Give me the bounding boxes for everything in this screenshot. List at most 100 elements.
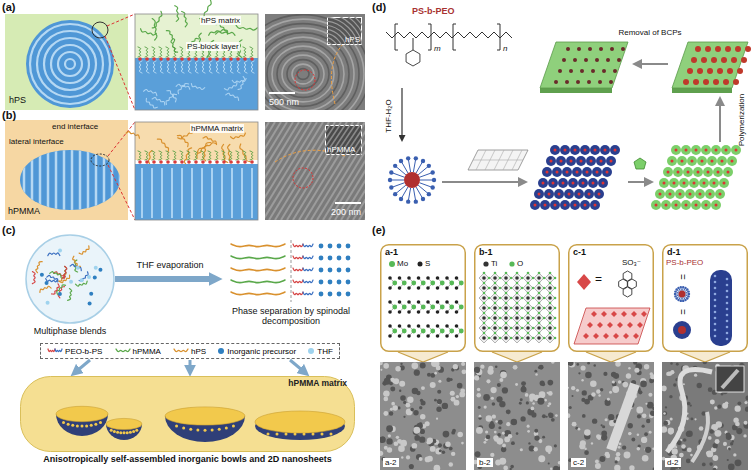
polymer-chain	[229, 151, 232, 160]
sem-texture	[584, 450, 589, 455]
sem-texture	[624, 451, 631, 458]
ti-atom	[515, 316, 519, 320]
micelle-core	[665, 204, 668, 207]
polymer-chain	[79, 246, 89, 254]
sem-texture	[534, 435, 539, 440]
sem-texture	[539, 365, 544, 370]
sem-texture	[598, 394, 600, 396]
micelle-core	[552, 182, 555, 185]
sem-inset	[716, 366, 744, 392]
sem-texture	[410, 408, 414, 412]
pore	[598, 80, 602, 84]
lamella	[103, 148, 106, 212]
sem-texture	[450, 391, 455, 396]
lamella	[181, 168, 183, 218]
tem-image: 500 nmhPS	[265, 14, 365, 110]
polymer-chain	[174, 349, 188, 352]
micelle-core	[683, 182, 686, 185]
polymer-chain	[240, 144, 250, 162]
polymer-chain	[167, 61, 170, 73]
sem-texture	[419, 436, 425, 442]
highlight-circle	[293, 168, 313, 188]
lamella	[95, 148, 98, 212]
o-atom	[505, 272, 508, 275]
sem-texture	[619, 443, 622, 446]
polymer-unit	[669, 178, 679, 188]
polymer-chain	[48, 349, 55, 352]
mo-atom	[440, 305, 445, 310]
sem-texture	[383, 390, 389, 396]
pore	[584, 58, 588, 62]
micelle-unit	[538, 178, 548, 188]
micelle-unit	[570, 200, 580, 210]
sem-texture	[683, 383, 685, 385]
sem-texture	[392, 405, 397, 410]
panel-label: (e)	[372, 224, 385, 237]
corona-bead	[393, 192, 397, 196]
precursor-dot	[328, 256, 333, 261]
micelle-core	[590, 160, 593, 163]
node-text: O	[517, 259, 523, 268]
o-atom	[549, 312, 552, 315]
ti-atom	[526, 336, 530, 340]
legend-swatch	[47, 347, 63, 355]
ti-atom	[515, 326, 519, 330]
o-atom	[483, 282, 486, 285]
zoom-line	[107, 14, 135, 26]
lamella	[241, 168, 243, 218]
zoom-frame	[135, 14, 258, 110]
micelle-core	[568, 193, 571, 196]
sem-texture	[725, 402, 729, 406]
micelle-core	[679, 193, 682, 196]
polymer-chain	[180, 47, 183, 57]
polymer-unit	[695, 189, 705, 199]
sem-texture	[555, 414, 558, 417]
micelle-core	[679, 291, 686, 298]
micelle-core	[685, 149, 688, 152]
polymer-unit	[665, 189, 675, 199]
sheet-face	[672, 42, 748, 88]
polymer-unit	[677, 156, 687, 166]
pore-dot	[119, 431, 122, 434]
polymer-chain	[126, 132, 139, 139]
block-layer	[135, 58, 258, 110]
scheme-frame	[569, 245, 654, 352]
ti-atom	[482, 276, 486, 280]
o-atom	[554, 277, 557, 280]
mo-atom	[440, 281, 445, 286]
o-atom	[494, 282, 497, 285]
micelle-unit	[566, 156, 576, 166]
o-atom	[516, 312, 519, 315]
o-atom	[494, 322, 497, 325]
polymer-unit	[681, 200, 691, 210]
sheet-side	[672, 88, 732, 93]
block-layer	[135, 164, 258, 220]
tem-ring	[267, 42, 339, 107]
polymer-unit	[731, 145, 741, 155]
micelle-core	[544, 204, 547, 207]
lamella	[201, 168, 203, 218]
polymer-chain	[152, 47, 155, 57]
ti-atom	[537, 316, 541, 320]
lamella	[251, 168, 253, 218]
bcp-dot	[745, 46, 751, 52]
sem-texture	[483, 394, 490, 401]
sem-texture	[494, 431, 497, 434]
ti-atom	[537, 296, 541, 300]
polymer-chain	[68, 289, 72, 301]
micelle-core	[546, 171, 549, 174]
sem-texture	[568, 362, 574, 366]
corona-bead	[682, 300, 684, 302]
octahedron	[545, 323, 555, 333]
sem-texture	[712, 455, 718, 461]
sem-texture	[489, 423, 495, 429]
sem-texture	[434, 372, 437, 375]
polymer-chain	[159, 47, 162, 57]
sem-image: d-2	[662, 362, 748, 470]
polymer-unit	[663, 167, 673, 177]
sem-texture	[399, 390, 401, 392]
dopant-diamond	[617, 322, 623, 328]
sem-texture	[548, 402, 551, 405]
s-atom	[455, 334, 459, 338]
pore-dot	[116, 431, 119, 434]
